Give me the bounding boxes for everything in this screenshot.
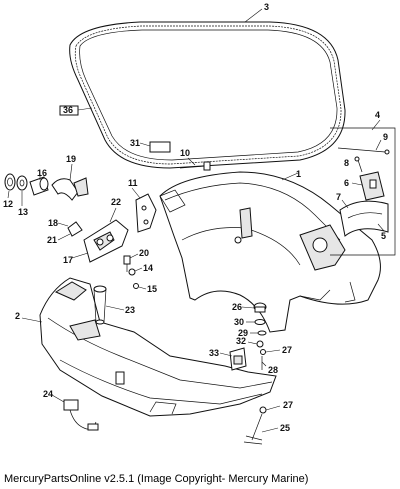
callout-7: 7	[336, 192, 341, 202]
callout-19: 19	[66, 154, 76, 164]
tube-part	[93, 285, 107, 325]
grommet-part	[4, 173, 16, 191]
bottom-cowl-part	[39, 277, 277, 417]
callout-23: 23	[125, 305, 135, 315]
callout-30: 30	[234, 317, 244, 327]
screw-part	[354, 156, 363, 173]
callout-25: 25	[280, 423, 290, 433]
callout-27a: 27	[282, 345, 292, 355]
grommet-lower-part	[259, 406, 267, 414]
spacer-part	[257, 330, 267, 336]
callout-3: 3	[264, 2, 269, 12]
label-part	[59, 105, 79, 116]
callout-36: 36	[63, 105, 73, 115]
clip-part	[67, 221, 83, 237]
callout-13: 13	[18, 207, 28, 217]
callout-24: 24	[43, 389, 53, 399]
top-cowl-part	[159, 171, 381, 333]
nut-part	[133, 283, 139, 289]
callout-31: 31	[130, 138, 140, 148]
seal-ring-part	[69, 21, 346, 169]
callout-12: 12	[3, 199, 13, 209]
callout-2: 2	[15, 311, 20, 321]
callout-5: 5	[381, 231, 386, 241]
lock-washer-part	[260, 349, 266, 355]
callout-22: 22	[111, 197, 121, 207]
parts-diagram: 3 36 31 10 1 4 9 8	[3, 2, 396, 445]
bolt-part	[179, 161, 211, 171]
callout-18: 18	[48, 218, 58, 228]
cap-part	[253, 302, 267, 313]
callout-14: 14	[143, 263, 153, 273]
callout-32: 32	[236, 336, 246, 346]
decal-part	[149, 141, 171, 153]
drain-tube-part	[243, 413, 263, 445]
oring-part	[254, 319, 266, 325]
fitting-part	[29, 176, 49, 196]
callout-9: 9	[383, 132, 388, 142]
callout-33: 33	[209, 348, 219, 358]
callout-27b: 27	[283, 400, 293, 410]
callout-28: 28	[268, 365, 278, 375]
callout-20: 20	[139, 248, 149, 258]
callout-8: 8	[344, 158, 349, 168]
washer-part	[128, 268, 136, 276]
callout-4: 4	[375, 110, 380, 120]
fastener-part	[256, 340, 264, 348]
callout-11: 11	[128, 178, 138, 188]
callout-17: 17	[63, 255, 73, 265]
bracket-clip-part	[229, 347, 247, 371]
callout-29: 29	[238, 328, 248, 338]
bracket-part	[339, 200, 389, 237]
hinge-part	[135, 193, 157, 233]
image-caption: MercuryPartsOnline v2.5.1 (Image Copyrig…	[4, 473, 309, 485]
bushing-part	[16, 175, 28, 191]
callout-6: 6	[344, 178, 349, 188]
stud-part	[123, 255, 131, 272]
latch-part	[359, 171, 385, 201]
latch-rod-part	[337, 147, 390, 155]
callout-1: 1	[296, 169, 301, 179]
callout-15: 15	[147, 284, 157, 294]
detail-box	[330, 127, 396, 256]
callout-10: 10	[180, 148, 190, 158]
callout-21: 21	[47, 235, 57, 245]
sensor-part	[63, 399, 99, 431]
callout-26: 26	[232, 302, 242, 312]
panel-plate-part	[83, 219, 129, 263]
callout-16: 16	[37, 168, 47, 178]
hose-part	[51, 177, 89, 201]
